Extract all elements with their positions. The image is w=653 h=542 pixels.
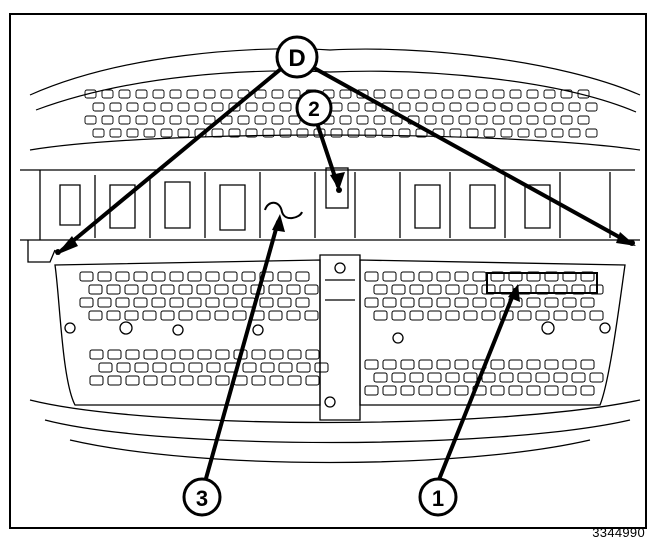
lower-grille-holes <box>79 271 604 396</box>
leader-lines <box>60 66 632 484</box>
callout-d-label: D <box>288 45 305 72</box>
callout-3: 3 <box>182 477 222 517</box>
diagram-border <box>9 13 647 529</box>
upper-grille <box>29 48 641 151</box>
component-1-outline <box>486 272 598 294</box>
component-3-clip <box>264 201 303 219</box>
crossmember <box>20 167 640 263</box>
leader-arrowheads <box>56 172 636 302</box>
callout-3-label: 3 <box>196 486 208 511</box>
upper-grille-holes <box>84 89 598 138</box>
callout-1-label: 1 <box>432 486 444 511</box>
callout-2-label: 2 <box>308 98 320 121</box>
figure-id: 3344990 <box>592 525 645 540</box>
callout-1: 1 <box>418 477 458 517</box>
callout-2: 2 <box>295 89 333 127</box>
grille-housing <box>29 254 641 464</box>
callout-d: D <box>275 35 319 79</box>
